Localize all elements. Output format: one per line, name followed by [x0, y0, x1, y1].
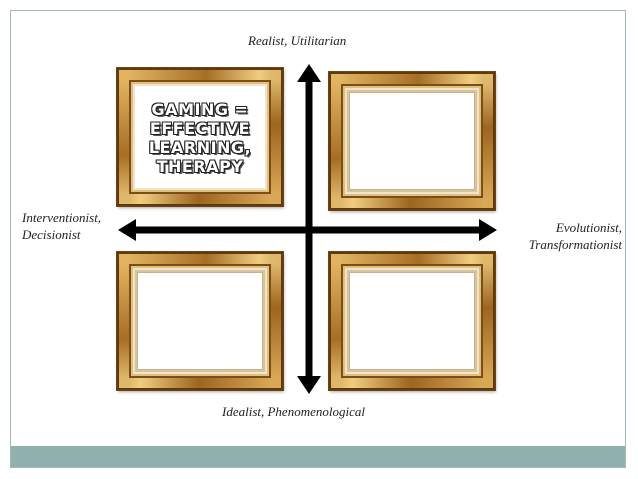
- caption-line-2: EFFECTIVE: [149, 119, 251, 138]
- caption-line-4: THERAPY: [156, 157, 244, 176]
- axis-label-bottom: Idealist, Phenomenological: [222, 404, 365, 419]
- axis-label-right-line2: Transformationist: [528, 237, 622, 252]
- frame-inner: [349, 272, 475, 370]
- picture-frame-top-right: [329, 72, 495, 210]
- axis-label-left-line2: Decisionist: [22, 227, 81, 242]
- axis-label-right-line1: Evolutionist,: [555, 220, 622, 235]
- footer-bar: [11, 446, 625, 467]
- axis-label-top: Realist, Utilitarian: [248, 33, 347, 48]
- axis-label-right: Evolutionist, Transformationist: [529, 219, 622, 253]
- frame-inner: [349, 92, 475, 190]
- horizontal-axis-arrow: [118, 219, 497, 241]
- picture-frame-top-left: GAMING = EFFECTIVE LEARNING, THERAPY: [117, 68, 283, 206]
- picture-frame-bottom-right: [329, 252, 495, 390]
- frame-caption: GAMING = EFFECTIVE LEARNING, THERAPY: [137, 100, 263, 176]
- slide-border: [10, 10, 626, 468]
- frame-inner: [137, 272, 263, 370]
- frame-inner: GAMING = EFFECTIVE LEARNING, THERAPY: [137, 88, 263, 186]
- caption-line-3: LEARNING,: [148, 138, 252, 157]
- axis-label-left: Interventionist, Decisionist: [22, 209, 101, 243]
- axis-label-left-line1: Interventionist,: [22, 210, 102, 225]
- picture-frame-bottom-left: [117, 252, 283, 390]
- caption-line-1: GAMING =: [151, 100, 249, 119]
